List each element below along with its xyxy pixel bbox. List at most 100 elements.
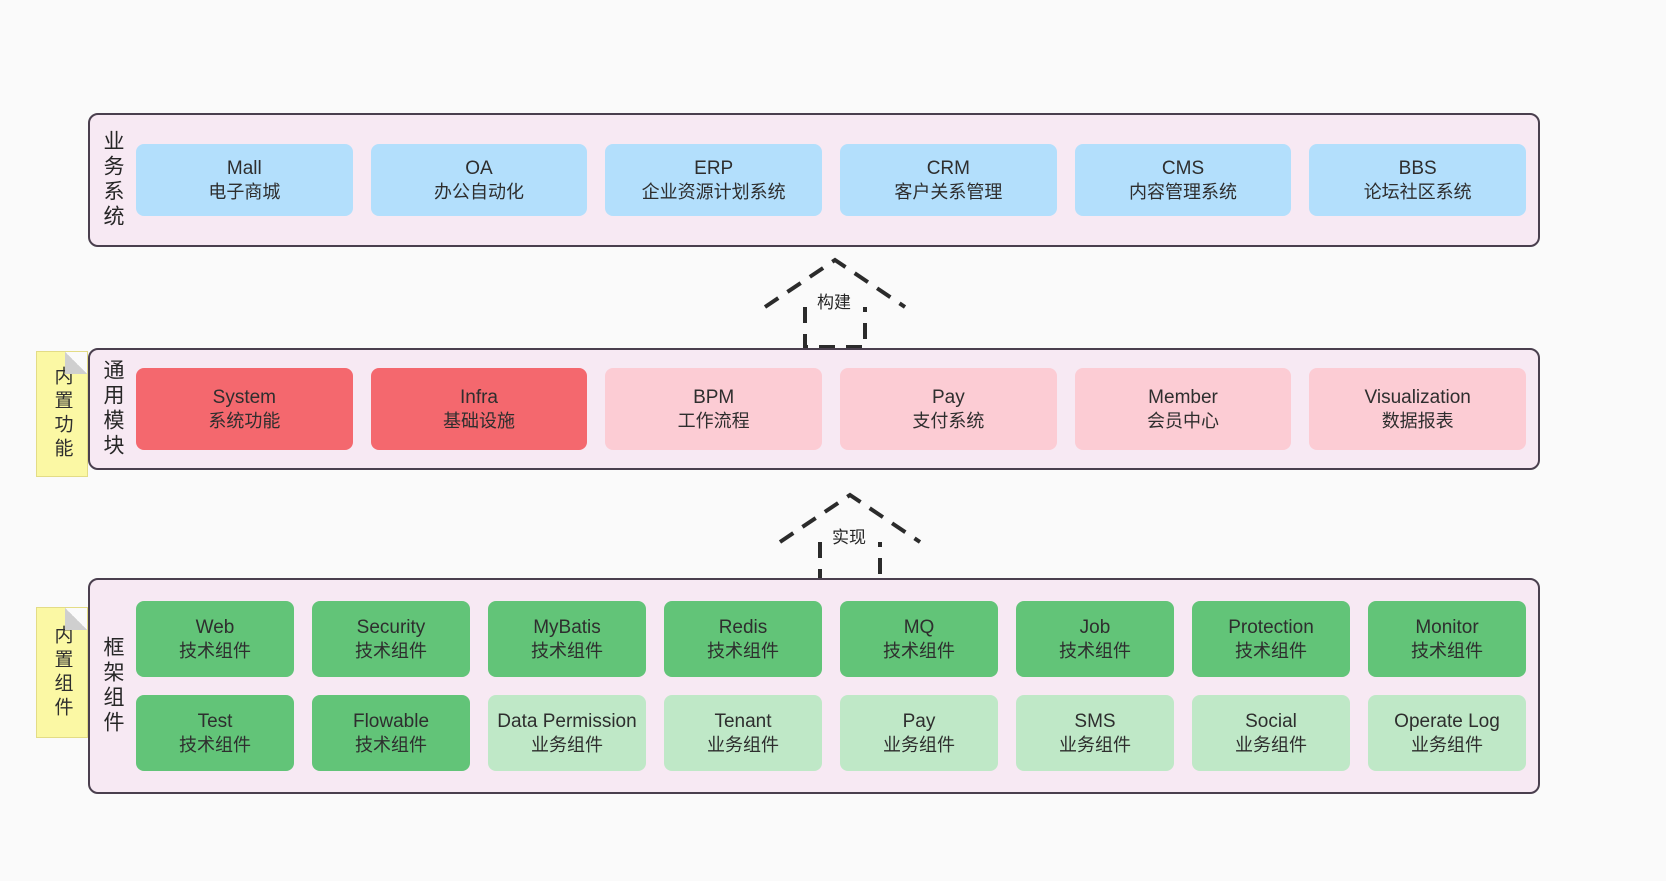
box-title-cn: 业务组件	[707, 734, 779, 755]
layer-title-common: 通用模块	[101, 359, 125, 459]
box-title-cn: 业务组件	[1235, 734, 1307, 755]
arrowhead-dashed	[763, 257, 907, 309]
box-operate-log[interactable]: Operate Log 业务组件	[1368, 695, 1526, 771]
box-title-cn: 办公自动化	[434, 181, 524, 202]
box-title-cn: 电子商城	[208, 181, 281, 202]
box-title-en: Job	[1079, 616, 1111, 638]
box-title-en: MyBatis	[533, 616, 601, 638]
sticky-note-builtin-components: 内置组件	[36, 607, 88, 738]
box-infra[interactable]: Infra 基础设施	[370, 368, 588, 450]
box-title-en: Infra	[459, 386, 499, 408]
box-title-cn: 业务组件	[1059, 734, 1131, 755]
box-bbs[interactable]: BBS 论坛社区系统	[1309, 144, 1527, 216]
box-title-cn: 业务组件	[883, 734, 955, 755]
box-social[interactable]: Social 业务组件	[1192, 695, 1350, 771]
box-protection[interactable]: Protection 技术组件	[1192, 601, 1350, 677]
box-redis[interactable]: Redis 技术组件	[664, 601, 822, 677]
box-title-cn: 论坛社区系统	[1363, 181, 1472, 202]
box-title-en: Test	[197, 710, 233, 732]
box-title-en: System	[212, 386, 277, 408]
box-title-en: Social	[1245, 710, 1297, 732]
box-title-en: Protection	[1228, 616, 1314, 638]
box-oa[interactable]: OA 办公自动化	[370, 144, 588, 216]
box-mybatis[interactable]: MyBatis 技术组件	[488, 601, 646, 677]
box-visualization[interactable]: Visualization 数据报表	[1309, 368, 1527, 450]
arrowhead-dashed	[778, 492, 922, 544]
box-title-en: ERP	[694, 157, 734, 179]
connector-build: 构建	[745, 252, 925, 352]
box-test[interactable]: Test 技术组件	[136, 695, 294, 771]
box-data-permission[interactable]: Data Permission 业务组件	[488, 695, 646, 771]
box-title-cn: 技术组件	[531, 640, 603, 661]
box-title-en: Member	[1148, 386, 1218, 408]
box-title-cn: 技术组件	[1411, 640, 1483, 661]
box-title-en: MQ	[903, 616, 935, 638]
box-title-cn: 技术组件	[707, 640, 779, 661]
layer-framework-components: 框架组件 Web 技术组件 Security 技术组件 MyBatis 技术组件…	[88, 578, 1540, 794]
box-title-cn: 会员中心	[1147, 410, 1220, 431]
layer-title-business: 业务系统	[101, 130, 125, 230]
layer-body-framework: Web 技术组件 Security 技术组件 MyBatis 技术组件 Redi…	[134, 580, 1538, 792]
box-title-cn: 业务组件	[531, 734, 603, 755]
box-title-cn: 技术组件	[179, 734, 251, 755]
box-pay-business[interactable]: Pay 业务组件	[840, 695, 998, 771]
box-pay[interactable]: Pay 支付系统	[840, 368, 1057, 450]
box-title-en: Web	[195, 616, 235, 638]
box-mall[interactable]: Mall 电子商城	[136, 144, 353, 216]
box-monitor[interactable]: Monitor 技术组件	[1368, 601, 1526, 677]
connector-stem-dashed	[803, 307, 867, 349]
box-title-cn: 工作流程	[677, 410, 750, 431]
box-tenant[interactable]: Tenant 业务组件	[664, 695, 822, 771]
box-web[interactable]: Web 技术组件	[136, 601, 294, 677]
box-title-en: Data Permission	[497, 710, 637, 732]
box-row: System 系统功能 Infra 基础设施 BPM 工作流程 Pay 支付系统…	[136, 368, 1527, 450]
connector-label-implement: 实现	[832, 528, 866, 547]
box-title-en: Pay	[931, 386, 965, 408]
box-system[interactable]: System 系统功能	[136, 368, 353, 450]
box-title-cn: 技术组件	[883, 640, 955, 661]
sticky-note-builtin-functions: 内置功能	[36, 351, 88, 477]
box-title-en: Visualization	[1364, 386, 1471, 408]
box-member[interactable]: Member 会员中心	[1074, 368, 1292, 450]
box-title-cn: 技术组件	[1235, 640, 1307, 661]
box-mq[interactable]: MQ 技术组件	[840, 601, 998, 677]
box-title-cn: 内容管理系统	[1129, 181, 1238, 202]
box-title-cn: 数据报表	[1381, 410, 1454, 431]
box-title-cn: 技术组件	[355, 734, 427, 755]
box-title-en: Flowable	[352, 710, 430, 732]
box-title-cn: 基础设施	[443, 410, 515, 431]
box-title-en: CRM	[926, 157, 970, 179]
box-title-en: Mall	[226, 157, 262, 179]
box-crm[interactable]: CRM 客户关系管理	[840, 144, 1057, 216]
box-title-en: Pay	[902, 710, 936, 732]
box-row: Test 技术组件 Flowable 技术组件 Data Permission …	[136, 695, 1526, 771]
box-flowable[interactable]: Flowable 技术组件	[312, 695, 470, 771]
box-title-cn: 系统功能	[208, 410, 281, 431]
box-title-cn: 技术组件	[1059, 640, 1131, 661]
box-title-cn: 技术组件	[179, 640, 251, 661]
box-title-cn: 业务组件	[1411, 734, 1483, 755]
box-title-en: Operate Log	[1394, 710, 1500, 732]
box-cms[interactable]: CMS 内容管理系统	[1074, 144, 1292, 216]
box-title-cn: 支付系统	[912, 410, 985, 431]
box-erp[interactable]: ERP 企业资源计划系统	[605, 144, 823, 216]
layer-body-business: Mall 电子商城 OA 办公自动化 ERP 企业资源计划系统 CRM 客户关系…	[134, 115, 1538, 245]
layer-business-systems: 业务系统 Mall 电子商城 OA 办公自动化 ERP 企业资源计划系统 CRM…	[88, 113, 1540, 247]
box-title-en: Tenant	[714, 710, 772, 732]
box-title-en: OA	[465, 157, 493, 179]
layer-body-common: System 系统功能 Infra 基础设施 BPM 工作流程 Pay 支付系统…	[134, 350, 1538, 468]
box-title-en: Security	[356, 616, 426, 638]
box-title-en: Redis	[718, 616, 768, 638]
box-bpm[interactable]: BPM 工作流程	[605, 368, 823, 450]
box-row: Mall 电子商城 OA 办公自动化 ERP 企业资源计划系统 CRM 客户关系…	[136, 144, 1527, 216]
connector-implement: 实现	[760, 487, 940, 587]
box-job[interactable]: Job 技术组件	[1016, 601, 1174, 677]
box-security[interactable]: Security 技术组件	[312, 601, 470, 677]
box-title-cn: 企业资源计划系统	[641, 181, 786, 202]
layer-title-framework: 框架组件	[101, 636, 125, 736]
box-title-en: Monitor	[1415, 616, 1479, 638]
box-title-cn: 客户关系管理	[894, 181, 1003, 202]
connector-label-build: 构建	[817, 293, 851, 312]
box-sms[interactable]: SMS 业务组件	[1016, 695, 1174, 771]
